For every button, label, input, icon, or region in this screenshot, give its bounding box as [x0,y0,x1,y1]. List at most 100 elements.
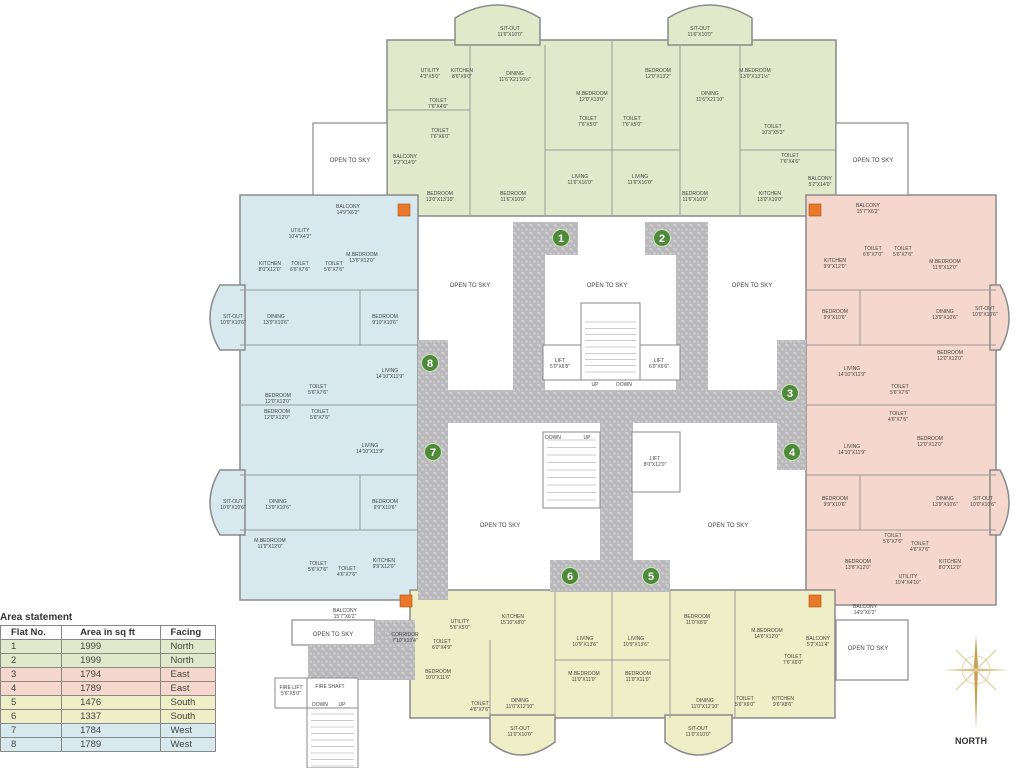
cell-area: 1999 [61,653,161,668]
north-compass-icon [942,635,1010,730]
room-label: TOILET [309,384,326,390]
room-dimensions: 10'4"X4'10" [895,580,921,586]
room-label: SIT-OUT [500,26,520,32]
flat-number: 1 [558,233,564,245]
room-label: UTILITY [421,68,440,74]
stair-steps [311,321,636,767]
room-dimensions: 11'6"X16'0" [567,180,592,186]
room-dimensions: 9'9"X10'6" [824,502,847,508]
cell-area: 1337 [61,709,161,724]
stair-direction-label: UP [592,382,600,388]
room-dimensions: 8'0"X12'0" [644,462,667,468]
open-to-sky-ne [835,122,909,196]
flat-number: 4 [789,447,796,459]
room-label: M.BEDROOM [751,628,782,634]
room-label: TOILET [433,639,450,645]
cell-flat: 3 [0,667,63,682]
room-label: BEDROOM [684,614,710,620]
room-dimensions: 10'9"X13'6" [623,642,649,648]
open-to-sky-label: OPEN TO SKY [732,283,772,289]
room-label: TOILET [864,246,881,252]
flat-number-badge [421,354,439,372]
room-dimensions: 11'6"X10'0" [687,32,712,38]
shaft-markers [397,203,822,608]
room-label: M.BEDROOM [254,538,285,544]
room-label: BALCONY [806,636,831,642]
room-dimensions: 5'6"X7'6" [324,267,344,273]
room-dimensions: 11'9"X12'0" [257,544,282,550]
room-label: LIVING [844,366,861,372]
room-dimensions: 10'0"X11'6" [425,675,450,681]
room-dimensions: 11'6"X21'10" [696,97,724,103]
room-label: BEDROOM [427,191,453,197]
room-label: LIVING [844,444,861,450]
cell-facing: North [159,639,217,654]
room-label: BEDROOM [372,314,398,320]
room-dimensions: 13'0"X13'1½" [740,73,770,80]
room-dimensions: 5'6"X6'0" [735,702,755,708]
open-to-sky-label: OPEN TO SKY [708,523,748,529]
room-dimensions: 11'0"X10'0" [507,732,532,738]
room-label: KITCHEN [824,258,846,264]
room-label: TOILET [889,411,906,417]
room-dimensions: 13'0"X13'10" [426,197,454,203]
cell-flat: 1 [0,639,63,654]
room-dimensions: 11'0"X12'10" [691,704,719,710]
room-dimensions: 14'9"X6'2" [337,210,360,216]
room-label: M.BEDROOM [346,252,377,258]
cell-flat: 6 [0,709,63,724]
room-label: KITCHEN [502,614,524,620]
room-dimensions: 9'9"X12'0" [373,564,396,570]
room-label: TOILET [764,124,781,130]
room-dimensions: 15'10"X8'0" [500,620,526,626]
open-to-sky-se [835,619,909,681]
cell-facing: East [159,667,217,682]
flat-number: 5 [648,571,654,583]
cell-facing: South [159,709,217,724]
room-dimensions: 5'2"X14'0" [394,160,417,166]
room-label: KITCHEN [939,559,961,565]
room-dimensions: 4'3"X5'0" [420,74,440,80]
room-dimensions: 11'0"X12'10" [506,704,534,710]
room-dimensions: 5'2"X11'4" [807,642,830,648]
interior-walls [240,40,996,718]
room-dimensions: 10'0"X10'6" [220,320,246,326]
room-dimensions: 5'2"X14'0" [809,182,832,188]
column-header: Area in sq ft [61,625,161,640]
room-label: LIFT [555,358,565,364]
cell-flat: 5 [0,695,63,710]
room-label: SIT-OUT [975,306,995,312]
open-to-sky-label: OPEN TO SKY [587,283,627,289]
stair-direction-label: DOWN [545,435,561,441]
room-label: LIVING [577,636,594,642]
room-dimensions: 13'9"X10'6" [932,315,958,321]
room-label: BEDROOM [625,671,651,677]
room-dimensions: 10'0"X10'6" [972,312,998,318]
room-dimensions: 5'6"X7'6" [308,390,328,396]
room-dimensions: 12'0"X12'0" [917,442,943,448]
room-dimensions: 6'6"X7'0" [863,252,883,258]
room-dimensions: 7'10"X10'4" [392,638,418,644]
room-label: TOILET [884,533,901,539]
cell-facing: South [159,695,217,710]
room-dimensions: 4'6"X7'6" [470,707,490,713]
flat-number: 6 [567,571,573,583]
cell-facing: West [159,723,217,738]
flat-number-badge [783,443,801,461]
flat-number: 3 [787,388,793,400]
fire-stairs [306,707,359,768]
room-dimensions: 11'0"X11'0" [572,677,597,683]
room-dimensions: 8'0"X12'0" [259,267,282,273]
stair-direction-label: DOWN [312,702,328,708]
room-dimensions: 13'0"X10'0" [757,197,783,203]
flat-number: 7 [430,447,436,459]
room-label: FIRE SHAFT [315,684,344,690]
room-dimensions: 12'0"X13'2" [645,74,671,80]
room-label: LIVING [362,443,379,449]
area-statement: Area statement Flat No. Area in sq ft Fa… [0,612,217,752]
flat-number-badge [561,567,579,585]
room-label: M.BEDROOM [576,91,607,97]
